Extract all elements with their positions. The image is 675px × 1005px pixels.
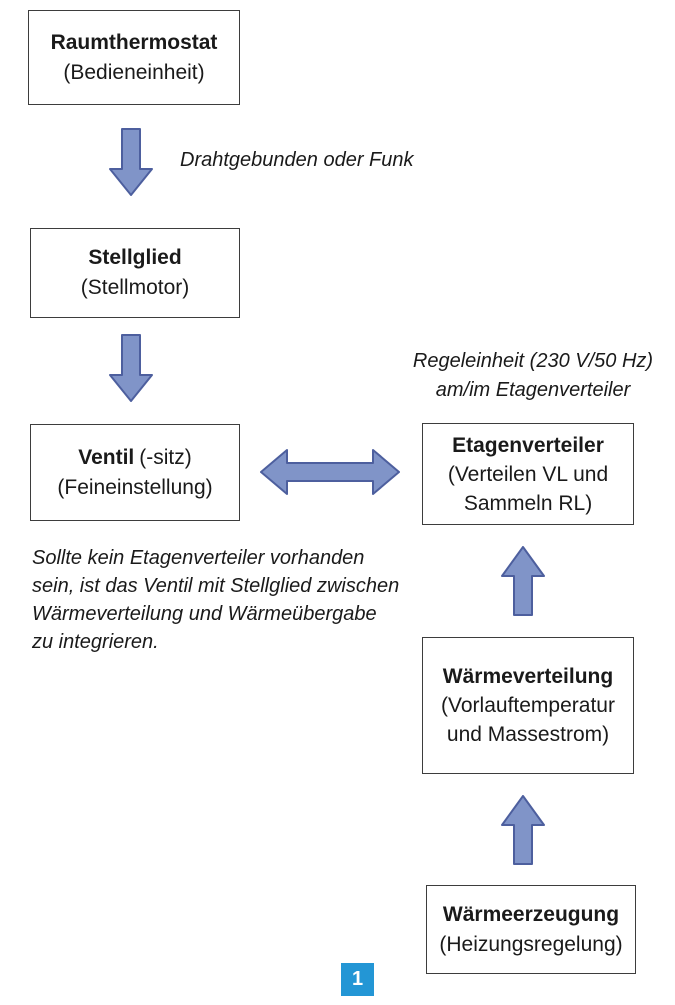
integration-note-line2: sein, ist das Ventil mit Stellglied zwis… — [32, 575, 400, 597]
node-subtitle-line1: (Verteilen VL und — [447, 462, 609, 486]
node-stellglied: Stellglied (Stellmotor) — [30, 228, 240, 318]
node-ventil: Ventil(-sitz) (Feineinstellung) — [30, 424, 240, 521]
node-title: Stellglied — [88, 246, 182, 269]
connection-type-label: Drahtgebunden oder Funk — [180, 149, 414, 171]
integration-note-line1: Sollte kein Etagenverteiler vorhanden — [32, 547, 365, 569]
node-raumthermostat: Raumthermostat (Bedieneinheit) — [28, 10, 240, 105]
node-subtitle-line2: Sammeln RL) — [463, 491, 593, 515]
integration-note-line4: zu integrieren. — [32, 631, 159, 653]
page-number-badge: 1 — [341, 963, 374, 996]
node-subtitle-line1: (Vorlauftemperatur — [441, 694, 615, 717]
regeleinheit-label-line2: am/im Etagenverteiler — [435, 379, 631, 401]
regeleinheit-label: Regeleinheit (230 V/50 Hz) am/im Etagenv… — [408, 347, 658, 405]
integration-note-line3: Wärmeverteilung und Wärmeübergabe — [32, 603, 377, 625]
node-subtitle: (Feineinstellung) — [57, 475, 213, 499]
arrow-up-icon — [501, 795, 545, 865]
arrow-double-horizontal-icon — [260, 447, 400, 497]
node-title: Ventil(-sitz) — [78, 445, 192, 469]
arrow-down-icon — [109, 334, 153, 402]
node-title-note: (-sitz) — [139, 445, 192, 469]
node-subtitle: (Heizungsregelung) — [439, 932, 623, 956]
node-subtitle: (Stellmotor) — [80, 276, 190, 299]
node-subtitle-line2: und Massestrom) — [446, 723, 610, 746]
node-title: Wärmeverteilung — [442, 665, 614, 688]
node-etagenverteiler: Etagenverteiler (Verteilen VL und Sammel… — [422, 423, 634, 525]
regeleinheit-label-line1: Regeleinheit (230 V/50 Hz) — [412, 350, 654, 372]
arrow-down-icon — [109, 128, 153, 196]
node-waermeerzeugung: Wärmeerzeugung (Heizungsregelung) — [426, 885, 636, 974]
node-subtitle: (Bedieneinheit) — [63, 60, 205, 84]
integration-note: Sollte kein Etagenverteiler vorhanden se… — [32, 544, 422, 656]
node-title: Etagenverteiler — [452, 433, 604, 457]
node-title: Raumthermostat — [50, 30, 218, 54]
arrow-up-icon — [501, 546, 545, 616]
node-title: Wärmeerzeugung — [442, 902, 620, 926]
node-waermeverteilung: Wärmeverteilung (Vorlauftemperatur und M… — [422, 637, 634, 774]
